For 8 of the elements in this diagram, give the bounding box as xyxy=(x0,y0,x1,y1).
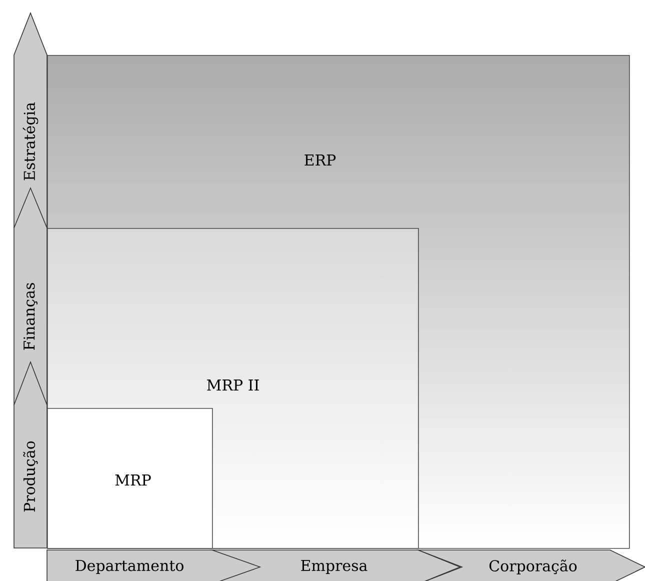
scale-band: Departamento xyxy=(46,550,262,581)
node-label: Corporação xyxy=(489,560,577,574)
scale-band: Corporação xyxy=(416,550,645,581)
scale-band: Estratégia xyxy=(14,12,48,228)
node-label: Departamento xyxy=(76,560,184,574)
level-box: MRP xyxy=(47,408,213,549)
scale-band: Empresa xyxy=(210,550,462,581)
node-label: Empresa xyxy=(301,560,368,574)
